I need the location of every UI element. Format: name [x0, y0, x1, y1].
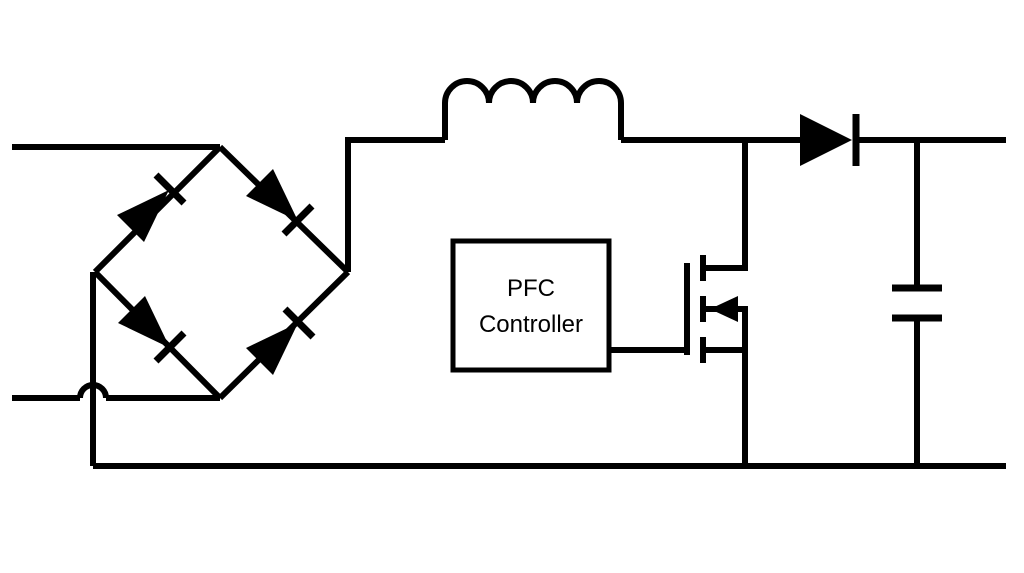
diode-d2-cathode-bar — [281, 203, 315, 237]
output-diode-triangle — [800, 114, 852, 166]
diode-d3-triangle — [118, 296, 170, 348]
pfc-controller-block: PFC Controller — [450, 238, 612, 373]
bridge-rectifier — [92, 144, 351, 401]
output-diode — [800, 114, 860, 166]
diode-d1 — [117, 172, 187, 242]
diode-d4-cathode-bar — [282, 306, 316, 340]
pfc-controller-label-line1: PFC — [507, 275, 555, 302]
diode-d1-cathode-bar — [153, 172, 187, 206]
mosfet-source-wire — [703, 347, 748, 466]
mosfet-switch — [684, 140, 748, 466]
diode-d3 — [118, 296, 187, 364]
inductor-coil — [442, 78, 624, 140]
pfc-controller-box — [450, 238, 612, 373]
output-capacitor — [892, 140, 942, 466]
diode-d2 — [246, 169, 315, 237]
boost-inductor — [442, 78, 624, 140]
diode-d2-triangle — [246, 169, 298, 221]
bridge-positive-wire — [345, 137, 445, 272]
mosfet-drain-wire — [703, 140, 748, 271]
diode-d4 — [246, 306, 316, 375]
diode-d1-triangle — [117, 190, 169, 242]
diode-d4-triangle — [246, 323, 298, 375]
pfc-controller-label-line2: Controller — [479, 311, 583, 338]
diode-d3-cathode-bar — [153, 330, 187, 364]
mosfet-body-arrow — [710, 296, 738, 322]
